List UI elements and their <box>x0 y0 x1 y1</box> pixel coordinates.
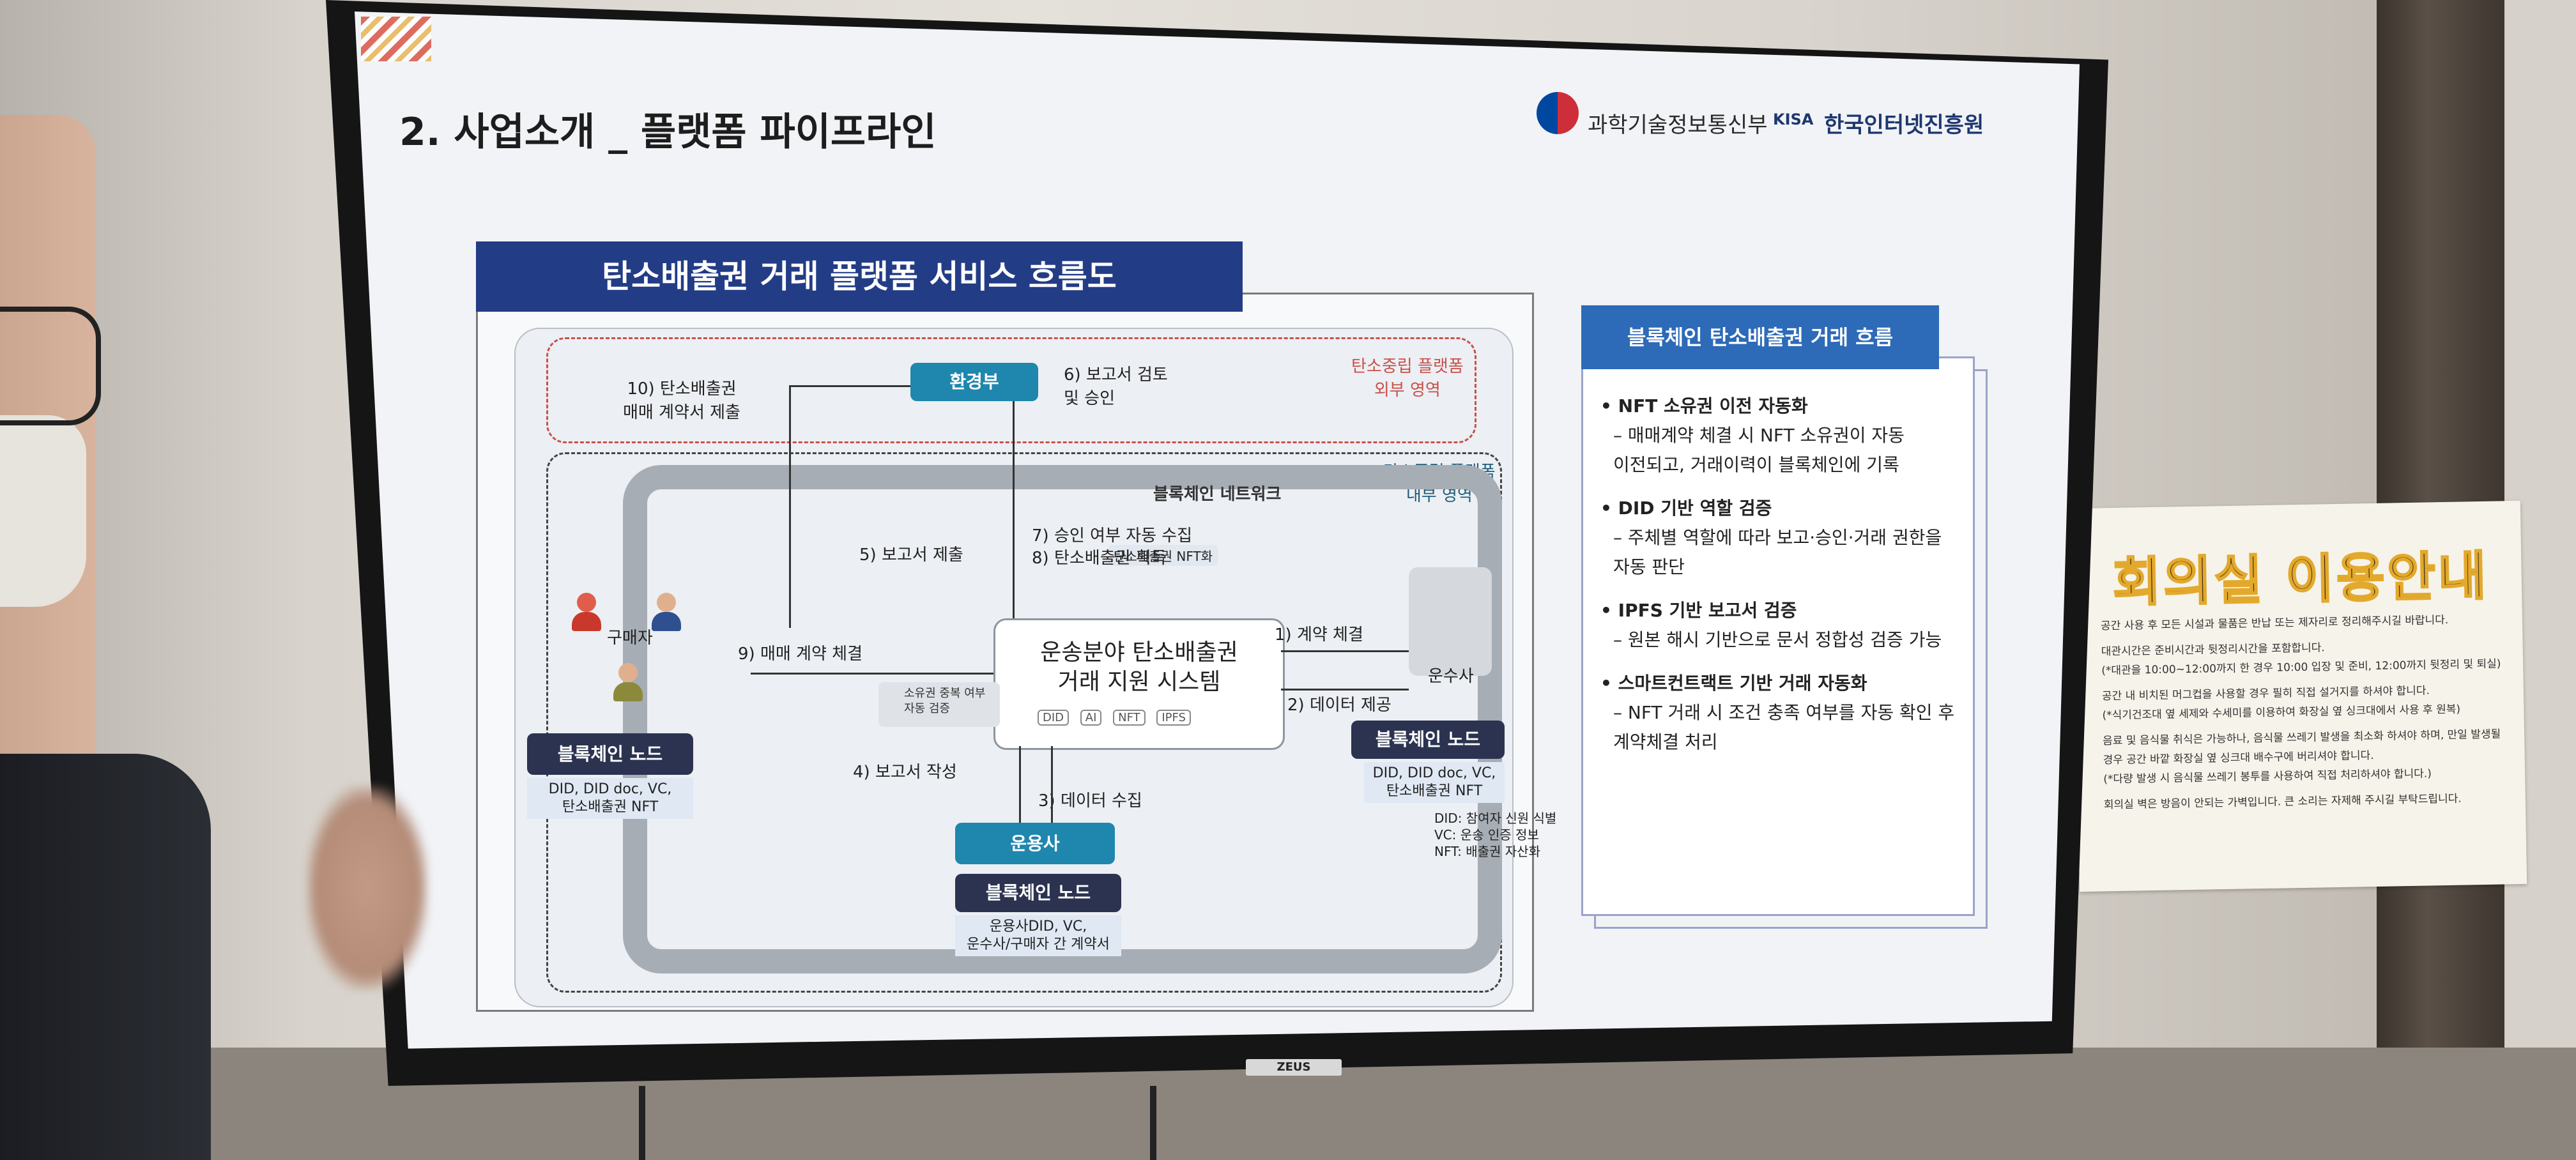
operator-label: 운용사 <box>1010 833 1060 854</box>
buyer-person-icon <box>572 593 601 631</box>
arrow-system-carrier <box>1281 650 1409 652</box>
arrow-carrier-system <box>1281 689 1409 691</box>
presenter-mask <box>0 415 86 607</box>
step-7: 7) 승인 여부 자동 수집 <box>1032 526 1193 546</box>
flow-item-head: • IPFS 기반 보고서 검증 <box>1600 600 1797 621</box>
arrow-buyer-system <box>751 673 993 675</box>
tag-ipfs: IPFS <box>1156 710 1191 726</box>
flow-item-head: • NFT 소유권 이전 자동화 <box>1600 395 1808 416</box>
node-bottom-detail: 운용사DID, VC, 운수사/구매자 간 계약서 <box>955 915 1121 956</box>
center-tags: DID AI NFT IPFS <box>1034 710 1195 726</box>
notice-poster: 회의실 이용안내 공간 사용 후 모든 시설과 물품은 반납 또는 제자리로 정… <box>2073 500 2527 892</box>
step-2: 2) 데이터 제공 <box>1287 696 1392 715</box>
tv-stand-leg <box>639 1086 645 1160</box>
corner-stripe-icon <box>361 17 431 61</box>
step-8: 8) 탄소배출권 획득 <box>1032 549 1167 568</box>
tag-ai: AI <box>1080 710 1102 726</box>
arrow-operator-system <box>1019 746 1021 823</box>
presenter-body <box>0 754 211 1160</box>
org-msit: 과학기술정보통신부 <box>1588 112 1768 138</box>
arrow-system-operator <box>1051 746 1053 823</box>
flow-item-desc: – NFT 거래 시 조건 충족 여부를 자동 확인 후 계약체결 처리 <box>1613 702 1955 752</box>
ownership-check-badge: 소유권 중복 여부 자동 검증 <box>878 682 1000 727</box>
truck-icon <box>1409 567 1492 676</box>
poster-lines: 공간 사용 후 모든 시설과 물품은 반납 또는 제자리로 정리해주시길 바랍니… <box>2101 609 2506 821</box>
poster-line: 회의실 벽은 방음이 안되는 가벽입니다. 큰 소리는 자제해 주시길 부탁드립… <box>2103 792 2462 812</box>
nft-badge: 탄소배출권 NFT화 <box>1108 545 1218 566</box>
flow-item-head: • DID 기반 역할 검증 <box>1600 498 1772 519</box>
flow-item: • IPFS 기반 보고서 검증 – 원본 해시 기반으로 문서 정합성 검증 … <box>1600 596 1958 655</box>
flow-panel <box>1581 356 1975 916</box>
carrier-label: 운수사 <box>1428 667 1474 686</box>
flow-item-desc: – 주체별 역할에 따라 보고·승인·거래 권한을 자동 판단 <box>1613 527 1942 577</box>
poster-line: 음료 및 음식물 취식은 가능하나, 음식물 쓰레기 발생을 최소화 하셔야 하… <box>2103 728 2501 786</box>
step-5: 5) 보고서 제출 <box>859 546 963 565</box>
center-system-label: 운송분야 탄소배출권 거래 지원 시스템 <box>1040 639 1238 695</box>
flow-item-desc: – 매매계약 체결 시 NFT 소유권이 자동 이전되고, 거래이력이 블록체인… <box>1613 425 1905 475</box>
tag-nft: NFT <box>1113 710 1146 726</box>
center-system: 운송분야 탄소배출권 거래 지원 시스템 DID AI NFT IPFS <box>993 618 1285 750</box>
node-left-detail: DID, DID doc, VC, 탄소배출권 NFT <box>527 778 693 819</box>
flow-item: • 스마트컨트랙트 기반 거래 자동화 – NFT 거래 시 조건 충족 여부를… <box>1600 669 1958 757</box>
gov-node: 환경부 <box>910 363 1038 401</box>
org-kisa: 한국인터넷진흥원 <box>1824 112 1984 138</box>
flow-item-head: • 스마트컨트랙트 기반 거래 자동화 <box>1600 673 1867 694</box>
poster-title: 회의실 이용안내 <box>2112 545 2490 614</box>
tv-brand: ZEUS <box>1246 1059 1342 1076</box>
flow-item: • DID 기반 역할 검증 – 주체별 역할에 따라 보고·승인·거래 권한을… <box>1600 494 1958 582</box>
blockchain-node-left: 블록체인 노드 <box>527 733 693 775</box>
arrow-gov-buyer-v <box>789 385 791 628</box>
slide-title: 2. 사업소개 _ 플랫폼 파이프라인 <box>399 110 937 155</box>
step-3: 3) 데이터 수집 <box>1038 791 1142 811</box>
kisa-logo: KISA <box>1773 111 1814 128</box>
blockchain-node-bottom: 블록체인 노드 <box>955 874 1121 912</box>
node-label: 블록체인 노드 <box>985 882 1091 903</box>
presenter-glasses <box>0 307 101 425</box>
gov-label: 환경부 <box>949 371 999 392</box>
tag-did: DID <box>1038 710 1070 726</box>
arrow-gov-system <box>1013 401 1015 618</box>
poster-line: 대관시간은 준비시간과 뒷정리시간을 포함합니다. (*대관을 10:00~12… <box>2101 641 2501 678</box>
arrow-gov-buyer <box>789 385 910 387</box>
network-label: 블록체인 네트워크 <box>1153 485 1282 504</box>
flow-item-desc: – 원본 해시 기반으로 문서 정합성 검증 가능 <box>1613 629 1942 650</box>
poster-line: 공간 내 비치된 머그컵을 사용할 경우 필히 직접 설거지를 하셔야 합니다.… <box>2101 684 2461 722</box>
flow-panel-title: 블록체인 탄소배출권 거래 흐름 <box>1581 305 1939 369</box>
step-6: 6) 보고서 검토 및 승인 <box>1064 365 1168 408</box>
taeguk-emblem-icon <box>1537 92 1579 134</box>
legend: DID: 참여자 신원 식별 VC: 운송 인증 정보 NFT: 배출권 자산화 <box>1434 811 1557 859</box>
step-9: 9) 매매 계약 체결 <box>738 645 862 664</box>
blockchain-node-right: 블록체인 노드 <box>1351 721 1505 759</box>
node-label: 블록체인 노드 <box>1375 729 1481 750</box>
step-10: 10) 탄소배출권 매매 계약서 제출 <box>623 379 740 422</box>
outer-zone <box>546 337 1476 443</box>
outer-zone-label: 탄소중립 플랫폼 외부 영역 <box>1351 357 1464 400</box>
step-1: 1) 계약 체결 <box>1275 625 1363 645</box>
node-right-detail: DID, DID doc, VC, 탄소배출권 NFT <box>1364 762 1505 803</box>
presenter-hand <box>307 786 428 990</box>
operator-node: 운용사 <box>955 823 1115 864</box>
blockchain-network-ring <box>623 465 1502 973</box>
buyer-person-icon <box>613 663 643 701</box>
flow-panel-list: • NFT 소유권 이전 자동화 – 매매계약 체결 시 NFT 소유권이 자동… <box>1600 392 1958 771</box>
tv-stand-leg <box>1150 1086 1156 1160</box>
flow-item: • NFT 소유권 이전 자동화 – 매매계약 체결 시 NFT 소유권이 자동… <box>1600 392 1958 480</box>
step-4: 4) 보고서 작성 <box>853 763 957 782</box>
diagram-title: 탄소배출권 거래 플랫폼 서비스 흐름도 <box>476 241 1243 312</box>
tv-screen: 2. 사업소개 _ 플랫폼 파이프라인 과학기술정보통신부 KISA 한국인터넷… <box>355 11 2080 1049</box>
node-label: 블록체인 노드 <box>557 744 663 765</box>
buyer-person-icon <box>652 593 681 631</box>
lock-text: 소유권 중복 여부 자동 검증 <box>904 687 986 715</box>
buyer-label: 구매자 <box>607 629 653 648</box>
